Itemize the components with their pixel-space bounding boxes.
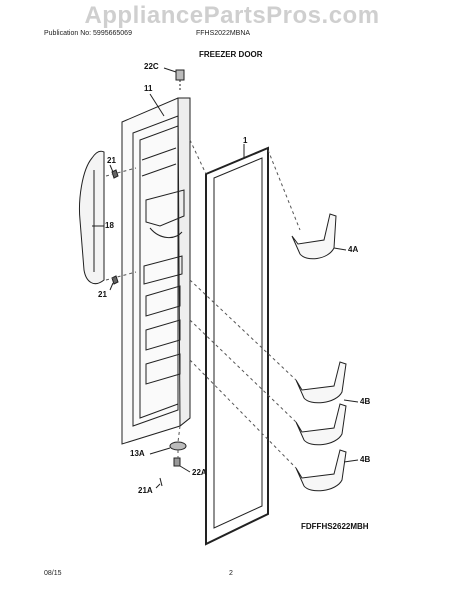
callout-4b-upper: 4B (360, 397, 371, 406)
hinge-pin (173, 457, 181, 467)
page-number: 2 (229, 570, 233, 577)
door-gasket (205, 146, 269, 546)
hinge-bushing (169, 441, 187, 451)
hinge-screw (159, 477, 163, 487)
callout-22a: 22A (192, 468, 207, 477)
watermark-text: AppliancePartsPros.com (84, 2, 380, 29)
shelf-bin-4b-1 (295, 361, 347, 404)
model-number: FFHS2022MBNA (196, 30, 251, 37)
cap-part (175, 69, 185, 92)
callout-18: 18 (105, 221, 114, 230)
callout-22c: 22C (144, 62, 159, 71)
callout-1: 1 (243, 136, 248, 145)
screw-top (111, 169, 119, 179)
shelf-bin-4b-3 (295, 449, 347, 492)
figure-code: FDFFHS2622MBH (301, 522, 369, 531)
section-title: FREEZER DOOR (199, 50, 263, 59)
footer-date: 08/15 (44, 570, 62, 577)
callout-11: 11 (144, 84, 153, 93)
callout-13a: 13A (130, 449, 145, 458)
callout-4b-lower: 4B (360, 455, 371, 464)
callout-21-bottom: 21 (98, 290, 107, 299)
callout-21-top: 21 (107, 156, 116, 165)
callout-4a: 4A (348, 245, 359, 254)
callout-21a: 21A (138, 486, 153, 495)
door-panel (121, 97, 191, 445)
screw-bottom (111, 275, 119, 285)
door-handle (79, 150, 105, 285)
publication-number: Publication No: 5995665069 (44, 30, 132, 37)
shelf-bin-4a (291, 213, 337, 260)
shelf-bin-4b-2 (295, 403, 347, 446)
